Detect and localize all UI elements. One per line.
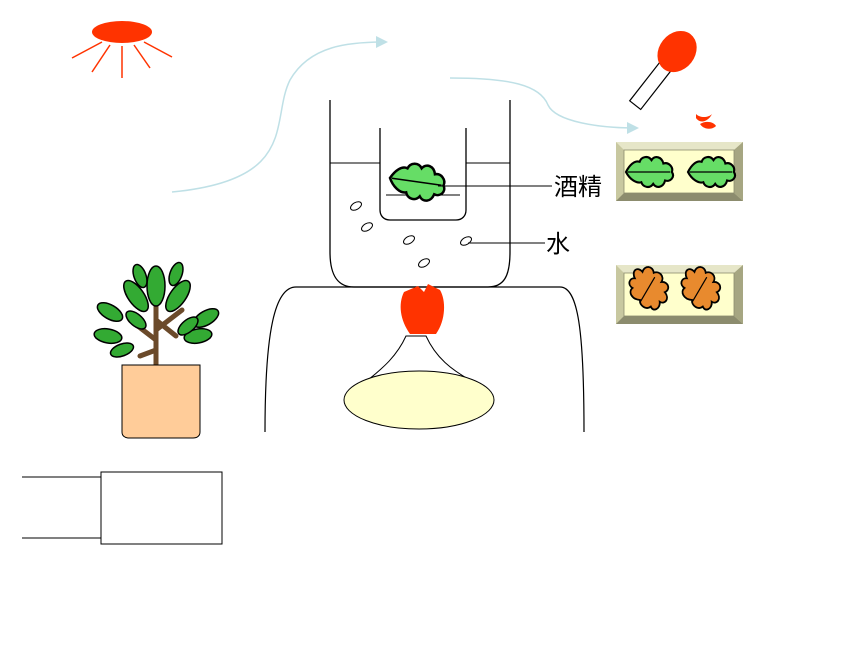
arrow-to-beaker	[171, 36, 388, 193]
dropper-icon	[628, 30, 716, 129]
alcohol-label: 酒精	[554, 173, 602, 201]
arrow-to-tray	[449, 77, 639, 134]
bubbles	[350, 201, 472, 268]
water-label: 水	[546, 230, 570, 258]
sun-icon	[71, 21, 173, 78]
tray-orange-leaves	[616, 258, 743, 324]
tray-green-leaves	[616, 142, 743, 201]
orange-leaf-icon	[671, 258, 730, 317]
water-label-group: 水	[468, 230, 570, 258]
flame-icon	[400, 284, 445, 334]
process-arrows	[171, 36, 639, 193]
green-leaf-icon	[686, 155, 737, 189]
orange-leaf-icon	[619, 258, 678, 317]
green-leaf-icon	[624, 155, 675, 189]
alcohol-label-group: 酒精	[438, 173, 602, 201]
alcohol-lamp	[343, 335, 495, 430]
green-leaf-icon	[386, 159, 449, 205]
potted-plant-icon	[93, 261, 220, 439]
blackout-clip	[22, 471, 223, 545]
